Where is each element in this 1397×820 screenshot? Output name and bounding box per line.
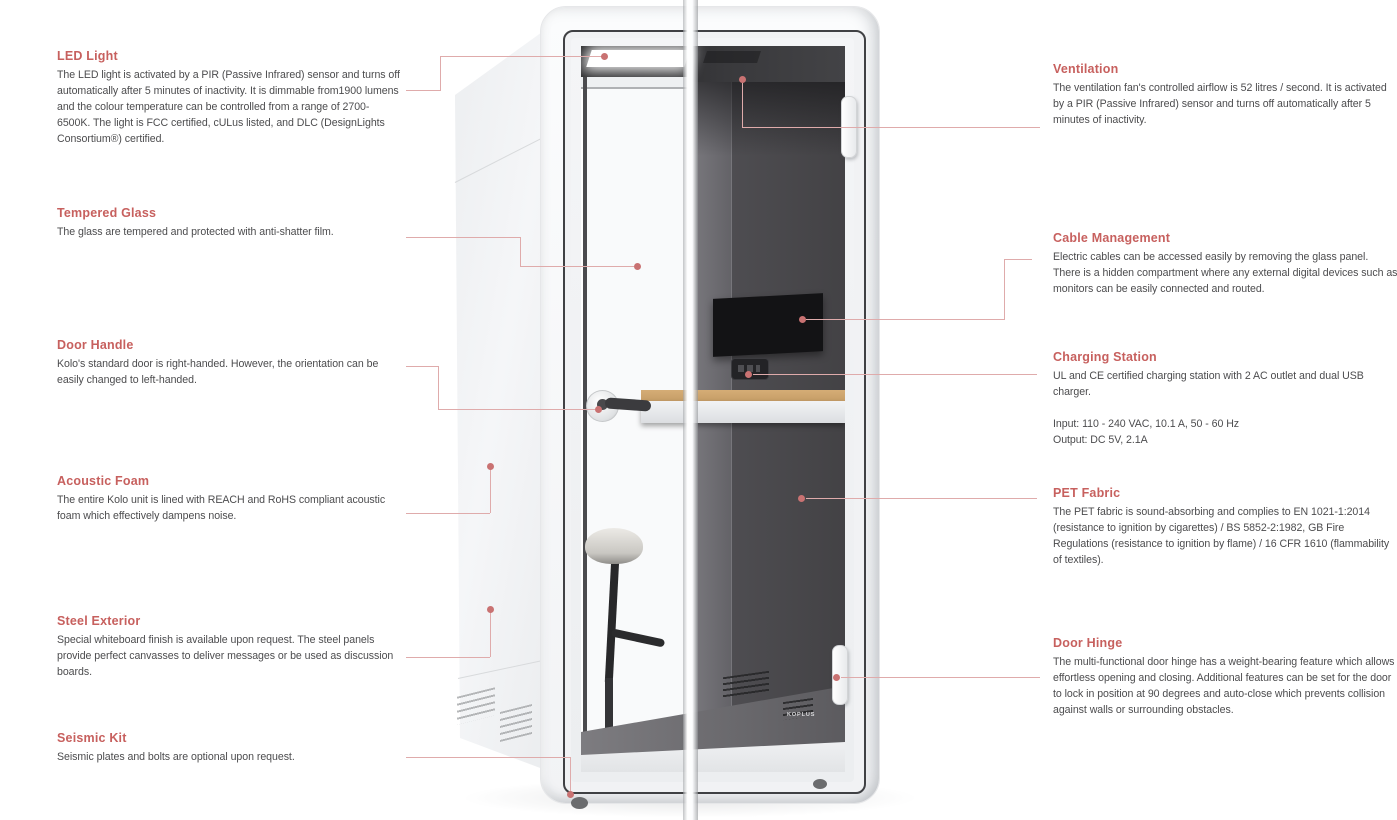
open-door-edge (683, 0, 698, 820)
feature-block-pet-fabric: PET Fabric The PET fabric is sound-absor… (1053, 486, 1397, 568)
stool-base-post (605, 678, 613, 740)
callout-dot-charging-station (745, 371, 752, 378)
feature-title: Cable Management (1053, 231, 1171, 245)
callout-dot-door-handle (595, 406, 602, 413)
callout-dot-tempered-glass (634, 263, 641, 270)
callout-dot-steel-exterior (487, 606, 494, 613)
callout-line-door-handle (438, 366, 439, 409)
feature-body: Kolo's standard door is right-handed. Ho… (57, 358, 379, 386)
feature-body: Seismic plates and bolts are optional up… (57, 751, 295, 763)
callout-line-led-light (406, 90, 440, 91)
feature-block-steel-exterior: Steel Exterior Special whiteboard finish… (57, 614, 402, 680)
cable-management-box (713, 293, 823, 357)
callout-line-door-hinge (841, 677, 1040, 678)
booth-foot (571, 797, 588, 809)
callout-line-steel-exterior (490, 612, 491, 657)
feature-body: UL and CE certified charging station wit… (1053, 370, 1364, 398)
callout-line-steel-exterior (406, 657, 490, 658)
booth-foot (813, 779, 827, 789)
callout-line-door-handle (406, 366, 438, 367)
feature-body: The glass are tempered and protected wit… (57, 226, 334, 238)
brand-logo: KOPLUS (787, 712, 816, 718)
callout-dot-door-hinge (833, 674, 840, 681)
feature-body: The LED light is activated by a PIR (Pas… (57, 69, 400, 145)
feature-block-cable-management: Cable Management Electric cables can be … (1053, 231, 1397, 297)
callout-dot-pet-fabric (798, 495, 805, 502)
feature-block-door-hinge: Door Hinge The multi-functional door hin… (1053, 636, 1397, 718)
callout-dot-led-light (601, 53, 608, 60)
door-hinge-bottom (832, 645, 848, 705)
glass-door-left-stile (583, 77, 587, 772)
feature-block-acoustic-foam: Acoustic Foam The entire Kolo unit is li… (57, 474, 402, 524)
desk-front-apron (641, 401, 845, 423)
callout-dot-acoustic-foam (487, 463, 494, 470)
callout-line-charging-station (753, 374, 1037, 375)
callout-dot-cable-management (799, 316, 806, 323)
feature-title: Door Hinge (1053, 636, 1123, 650)
feature-body: The PET fabric is sound-absorbing and co… (1053, 506, 1390, 566)
feature-block-door-handle: Door Handle Kolo's standard door is righ… (57, 338, 402, 388)
callout-line-acoustic-foam (406, 513, 490, 514)
callout-line-tempered-glass (520, 266, 634, 267)
feature-body: Electric cables can be accessed easily b… (1053, 251, 1397, 295)
feature-title: LED Light (57, 49, 118, 63)
callout-dot-ventilation (739, 76, 746, 83)
callout-line-ventilation (742, 83, 743, 127)
callout-line-tempered-glass (406, 237, 520, 238)
callout-dot-seismic-kit (567, 791, 574, 798)
callout-line-door-handle (438, 409, 595, 410)
feature-title: Steel Exterior (57, 614, 141, 628)
feature-block-charging-station: Charging Station UL and CE certified cha… (1053, 350, 1397, 448)
feature-block-seismic-kit: Seismic Kit Seismic plates and bolts are… (57, 731, 402, 765)
callout-line-tempered-glass (520, 237, 521, 267)
feature-body: Special whiteboard finish is available u… (57, 634, 394, 678)
ventilation-grille (703, 51, 761, 63)
callout-line-acoustic-foam (490, 469, 491, 513)
callout-line-seismic-kit (406, 757, 570, 758)
spec-line: Input: 110 - 240 VAC, 10.1 A, 50 - 60 Hz (1053, 418, 1240, 430)
stool-seat (585, 528, 643, 564)
feature-title: Tempered Glass (57, 206, 157, 220)
feature-title: PET Fabric (1053, 486, 1121, 500)
callout-line-ventilation (742, 127, 1040, 128)
feature-body: The ventilation fan's controlled airflow… (1053, 82, 1387, 126)
feature-title: Ventilation (1053, 62, 1119, 76)
callout-line-seismic-kit (570, 757, 571, 791)
feature-block-led-light: LED Light The LED light is activated by … (57, 49, 402, 147)
feature-block-ventilation: Ventilation The ventilation fan's contro… (1053, 62, 1397, 128)
callout-line-pet-fabric (806, 498, 1037, 499)
feature-body: The entire Kolo unit is lined with REACH… (57, 494, 386, 522)
callout-line-cable-management (1004, 259, 1032, 260)
feature-body: The multi-functional door hinge has a we… (1053, 656, 1395, 716)
spec-line: Output: DC 5V, 2.1A (1053, 434, 1148, 446)
feature-spec-input: Input: 110 - 240 VAC, 10.1 A, 50 - 60 Hz… (1053, 416, 1397, 448)
callout-line-led-light (440, 56, 602, 57)
callout-line-led-light (440, 56, 441, 91)
feature-title: Acoustic Foam (57, 474, 150, 488)
glass-door-pane (587, 87, 689, 772)
door-handle-pin (597, 399, 608, 410)
callout-line-cable-management (1004, 259, 1005, 320)
callout-line-cable-management (806, 319, 1004, 320)
feature-title: Charging Station (1053, 350, 1157, 364)
glass-door-top-rail (581, 77, 689, 89)
feature-block-tempered-glass: Tempered Glass The glass are tempered an… (57, 206, 402, 240)
feature-title: Seismic Kit (57, 731, 127, 745)
feature-title: Door Handle (57, 338, 134, 352)
